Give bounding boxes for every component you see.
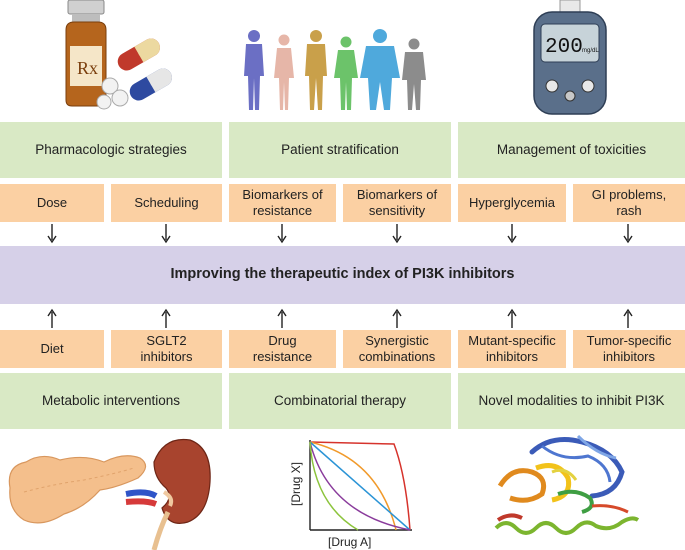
patient-silhouettes-illustration (244, 29, 426, 110)
arrow-down-icon (623, 224, 633, 244)
category-combinatorial-therapy: Combinatorial therapy (229, 373, 451, 429)
item-label: Mutant-specific inhibitors (468, 333, 556, 364)
item-label: GI problems, rash (591, 187, 667, 218)
central-goal-label: Improving the therapeutic index of PI3K … (170, 266, 515, 283)
meter-button-left (545, 79, 559, 93)
item-mutant-specific-inhibitors: Mutant-specific inhibitors (458, 330, 566, 368)
glucose-meter-illustration: 200 mg/dL (533, 0, 607, 115)
category-label: Combinatorial therapy (273, 392, 407, 408)
category-management-of-toxicities: Management of toxicities (458, 122, 685, 178)
arrow-up-icon (277, 308, 287, 328)
silhouette-4 (334, 36, 358, 110)
rx-label: Rx (77, 58, 98, 78)
category-label: Metabolic interventions (41, 392, 181, 408)
curve-purple (309, 441, 411, 531)
item-hyperglycemia: Hyperglycemia (458, 184, 566, 222)
category-label: Novel modalities to inhibit PI3K (478, 392, 665, 408)
item-diet: Diet (0, 330, 104, 368)
item-label: Scheduling (134, 195, 199, 211)
item-label: Hyperglycemia (469, 195, 555, 211)
silhouette-2 (274, 34, 294, 110)
arrow-up-icon (161, 308, 171, 328)
central-goal-box: Improving the therapeutic index of PI3K … (0, 246, 685, 304)
curve-blue (309, 441, 411, 531)
pancreas-kidney-illustration (8, 438, 211, 550)
arrow-up-icon (623, 308, 633, 328)
arrow-up-icon (47, 308, 57, 328)
item-label: Dose (36, 195, 68, 211)
meter-button-right (581, 79, 595, 93)
item-label: Drug resistance (252, 333, 313, 364)
item-label: SGLT2 inhibitors (140, 333, 193, 364)
item-label: Biomarkers of sensitivity (356, 187, 438, 218)
silhouette-6 (402, 38, 426, 110)
curve-orange (309, 441, 397, 531)
meter-button-center (564, 90, 576, 102)
arrow-down-icon (392, 224, 402, 244)
item-gi-problems-rash: GI problems, rash (573, 184, 685, 222)
item-label: Diet (40, 341, 64, 357)
item-scheduling: Scheduling (111, 184, 222, 222)
item-drug-resistance: Drug resistance (229, 330, 336, 368)
item-tumor-specific-inhibitors: Tumor-specific inhibitors (573, 330, 685, 368)
silhouette-5 (360, 29, 400, 110)
meter-reading: 200 (545, 36, 583, 59)
arrow-up-icon (507, 308, 517, 328)
category-metabolic-interventions: Metabolic interventions (0, 373, 222, 429)
graph-y-label: [Drug X] (289, 462, 303, 506)
meter-unit: mg/dL (582, 48, 599, 54)
silhouette-3 (305, 30, 327, 110)
item-label: Tumor-specific inhibitors (586, 333, 672, 364)
arrow-down-icon (47, 224, 57, 244)
item-label: Synergistic combinations (358, 333, 436, 364)
graph-x-label: [Drug A] (328, 535, 371, 549)
arrow-up-icon (392, 308, 402, 328)
category-label: Pharmacologic strategies (35, 141, 187, 157)
category-label: Management of toxicities (496, 141, 647, 157)
arrow-down-icon (507, 224, 517, 244)
silhouette-1 (244, 30, 264, 110)
curve-green (309, 441, 359, 531)
category-pharmacologic-strategies: Pharmacologic strategies (0, 122, 222, 178)
item-synergistic-combinations: Synergistic combinations (343, 330, 451, 368)
category-patient-stratification: Patient stratification (229, 122, 451, 178)
drug-combination-graph: [Drug A] [Drug X] (289, 440, 412, 549)
item-biomarkers-sensitivity: Biomarkers of sensitivity (343, 184, 451, 222)
item-dose: Dose (0, 184, 104, 222)
pi3k-protein-structure-illustration (494, 434, 640, 535)
item-sglt2-inhibitors: SGLT2 inhibitors (111, 330, 222, 368)
item-biomarkers-resistance: Biomarkers of resistance (229, 184, 336, 222)
arrow-down-icon (161, 224, 171, 244)
medicine-bottle-pills-illustration: Rx (65, 0, 172, 110)
arrow-down-icon (277, 224, 287, 244)
category-label: Patient stratification (281, 141, 399, 157)
curve-red (309, 441, 411, 531)
category-novel-modalities: Novel modalities to inhibit PI3K (458, 373, 685, 429)
item-label: Biomarkers of resistance (242, 187, 323, 218)
